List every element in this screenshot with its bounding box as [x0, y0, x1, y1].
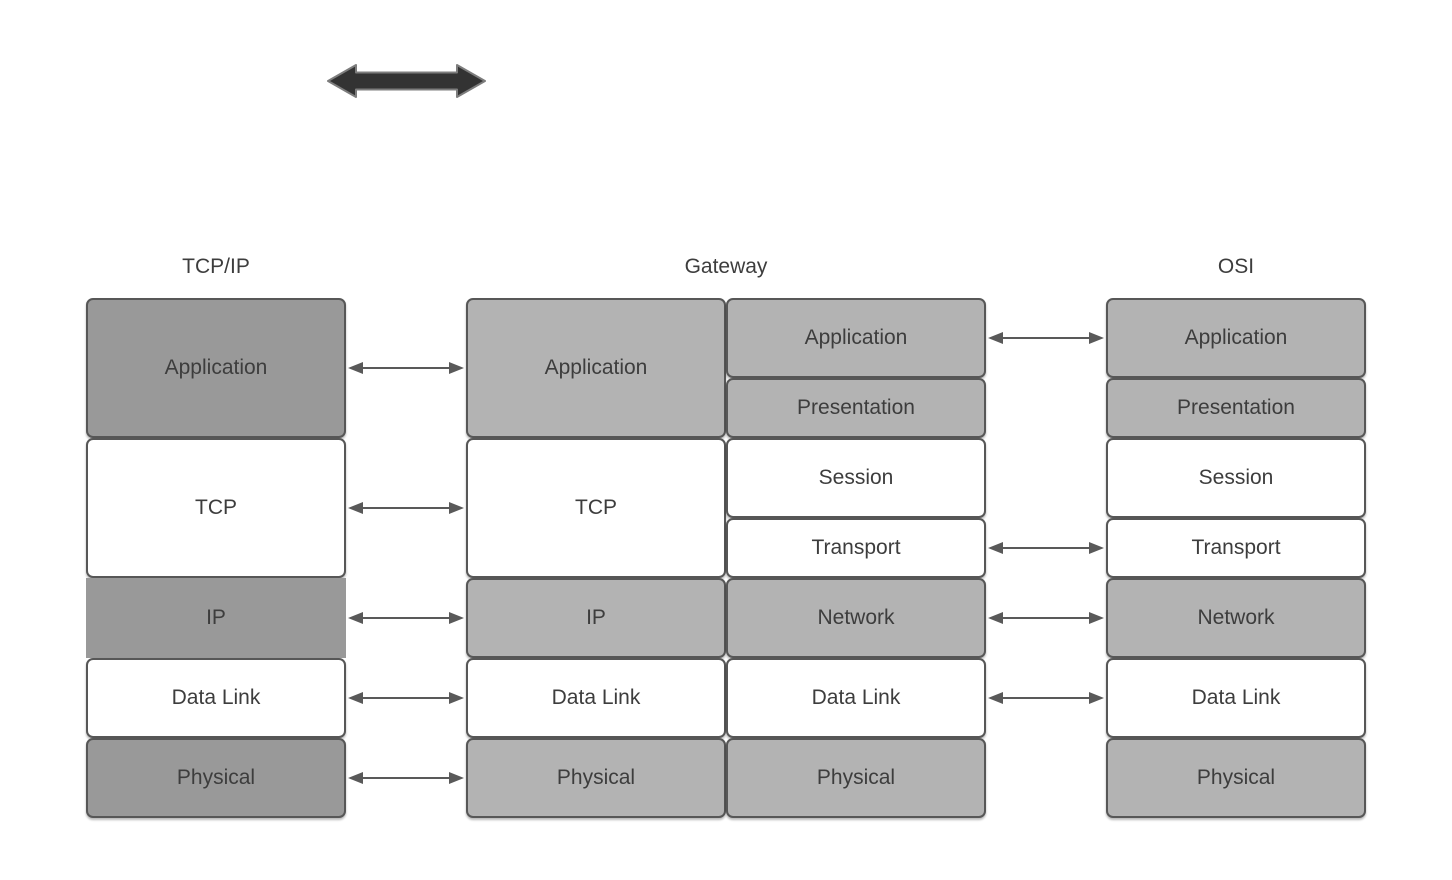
- link-arrow-gateway-osi-datalink-icon: [987, 690, 1105, 706]
- layer-box-gateway-left-physical: Physical: [466, 738, 726, 818]
- link-arrow-tcpip-gateway-datalink-icon: [347, 690, 465, 706]
- column-title-tcpip: TCP/IP: [182, 255, 250, 278]
- layer-box-gateway-right-application: Application: [726, 298, 986, 378]
- layer-box-gateway-right-transport: Transport: [726, 518, 986, 578]
- layer-box-gateway-right-presentation: Presentation: [726, 378, 986, 438]
- link-arrow-tcpip-gateway-ip-icon: [347, 610, 465, 626]
- layer-box-tcpip-ip: IP: [86, 578, 346, 658]
- layer-box-tcpip-physical: Physical: [86, 738, 346, 818]
- layer-box-gateway-right-datalink: Data Link: [726, 658, 986, 738]
- link-arrow-tcpip-gateway-tcp-icon: [347, 500, 465, 516]
- link-arrow-gateway-osi-network-icon: [987, 610, 1105, 626]
- layer-box-osi-datalink: Data Link: [1106, 658, 1366, 738]
- layer-box-osi-session: Session: [1106, 438, 1366, 518]
- layer-box-gateway-right-network: Network: [726, 578, 986, 658]
- layer-box-osi-physical: Physical: [1106, 738, 1366, 818]
- link-arrow-tcpip-gateway-application-icon: [347, 360, 465, 376]
- layer-box-tcpip-application: Application: [86, 298, 346, 438]
- layer-box-tcpip-datalink: Data Link: [86, 658, 346, 738]
- link-arrow-tcpip-gateway-physical-icon: [347, 770, 465, 786]
- double-headed-arrow-icon: [325, 62, 488, 100]
- layer-box-tcpip-tcp: TCP: [86, 438, 346, 578]
- layer-box-gateway-left-tcp: TCP: [466, 438, 726, 578]
- link-arrow-gateway-osi-transport-icon: [987, 540, 1105, 556]
- link-arrow-gateway-osi-application-icon: [987, 330, 1105, 346]
- layer-box-osi-network: Network: [1106, 578, 1366, 658]
- layer-box-gateway-right-physical: Physical: [726, 738, 986, 818]
- layer-box-osi-transport: Transport: [1106, 518, 1366, 578]
- layer-box-osi-presentation: Presentation: [1106, 378, 1366, 438]
- column-title-osi: OSI: [1217, 255, 1255, 278]
- layer-box-gateway-left-ip: IP: [466, 578, 726, 658]
- layer-box-gateway-right-session: Session: [726, 438, 986, 518]
- column-title-gateway: Gateway: [684, 255, 768, 278]
- layer-box-gateway-left-datalink: Data Link: [466, 658, 726, 738]
- layer-box-osi-application: Application: [1106, 298, 1366, 378]
- layer-box-gateway-left-application: Application: [466, 298, 726, 438]
